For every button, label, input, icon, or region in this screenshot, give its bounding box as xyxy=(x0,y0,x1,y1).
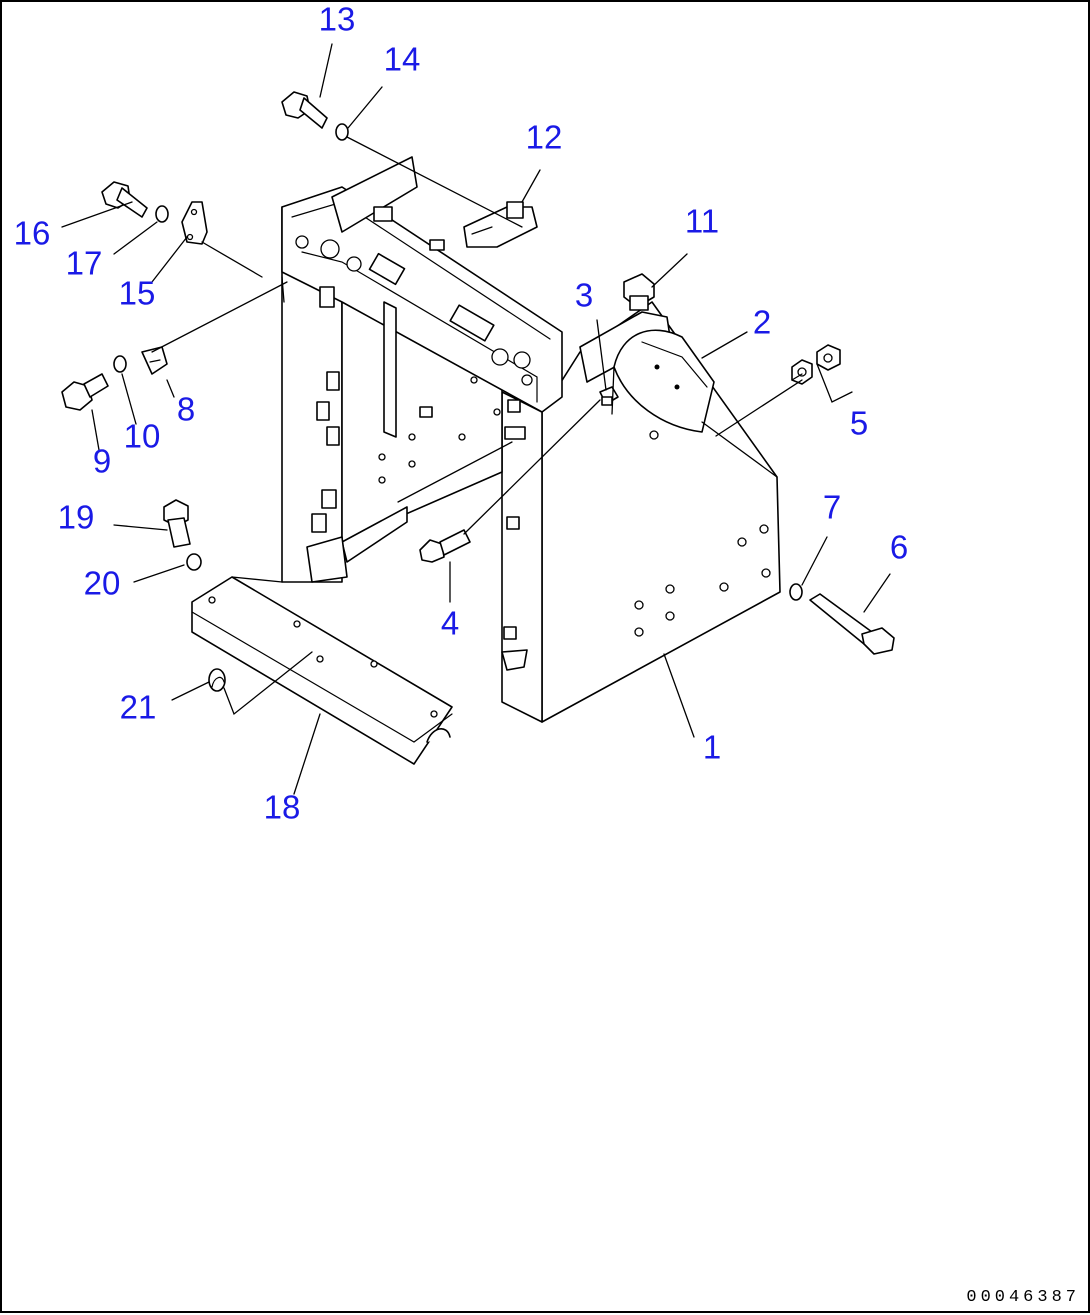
washer-part-10 xyxy=(113,355,127,373)
washer-part-7 xyxy=(789,583,803,601)
callout-19: 19 xyxy=(58,499,95,536)
callout-14: 14 xyxy=(384,41,421,78)
drawing-number: 00046387 xyxy=(966,1288,1080,1307)
bolt-part-19 xyxy=(163,499,191,548)
callout-11: 11 xyxy=(685,203,719,240)
callout-4: 4 xyxy=(441,605,459,642)
callout-8: 8 xyxy=(177,391,195,428)
bolt-part-9 xyxy=(61,373,109,411)
callout-7: 7 xyxy=(823,489,841,526)
frame-part-1 xyxy=(281,156,781,723)
bolt-part-11 xyxy=(623,273,655,311)
clamp-part-12 xyxy=(463,201,538,248)
callout-10: 10 xyxy=(124,418,161,455)
callout-13: 13 xyxy=(319,2,356,38)
callout-labels: 1 2 3 4 5 6 7 8 9 10 11 12 13 14 15 16 1… xyxy=(14,2,909,826)
washer-part-17 xyxy=(155,205,169,223)
washer-part-14 xyxy=(335,123,349,141)
bolt-part-13 xyxy=(281,91,328,129)
bolt-part-16 xyxy=(101,181,148,218)
callout-17: 17 xyxy=(66,245,103,282)
callout-16: 16 xyxy=(14,215,51,252)
callout-21: 21 xyxy=(120,689,157,726)
callout-20: 20 xyxy=(84,565,121,602)
callout-2: 2 xyxy=(753,304,771,341)
bolt-part-4 xyxy=(419,529,471,563)
long-bolt-part-6 xyxy=(809,593,895,655)
leader-lines xyxy=(61,43,891,795)
washer-part-20 xyxy=(186,553,202,571)
callout-18: 18 xyxy=(264,789,301,826)
callout-1: 1 xyxy=(703,729,721,766)
cover-plate-part-15 xyxy=(181,201,208,245)
callout-6: 6 xyxy=(890,529,908,566)
clip-part-8 xyxy=(141,346,168,375)
callout-3: 3 xyxy=(575,277,593,314)
nuts-part-5 xyxy=(791,344,841,385)
callout-9: 9 xyxy=(93,443,111,480)
callout-12: 12 xyxy=(526,119,563,156)
callout-5: 5 xyxy=(850,405,868,442)
bottom-cover-part-18 xyxy=(191,576,453,765)
callout-15: 15 xyxy=(119,275,156,312)
grommet-part-21 xyxy=(208,668,226,692)
